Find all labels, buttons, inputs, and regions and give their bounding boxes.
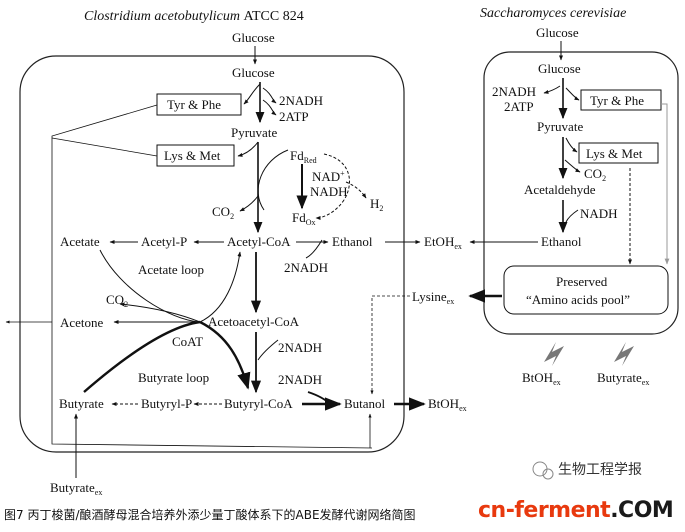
yeast-cell — [483, 51, 679, 335]
c-acetone: Acetone — [60, 315, 104, 330]
c-h2-arrow — [345, 181, 367, 199]
y-lysine-to-butanol-arrow — [370, 295, 410, 395]
y-2atp: 2ATP — [504, 99, 534, 114]
c-amino-export-line — [51, 104, 373, 449]
y-ethanol: Ethanol — [541, 234, 582, 249]
y-amino-pool: “Amino acids pool” — [526, 292, 630, 307]
c-butyrate: Butyrate — [59, 396, 104, 411]
y-tyr-phe-to-pool-arrow — [661, 103, 670, 265]
y-tyr-phe: Tyr & Phe — [590, 93, 644, 108]
c-butyryl-p: Butyryl-P — [141, 396, 192, 411]
c-hydrogenase-arc-lower — [315, 199, 345, 220]
y-nadh: NADH — [580, 206, 618, 221]
c-butyrate-uptake-curve — [83, 320, 201, 393]
c-ethanol: Ethanol — [332, 234, 373, 249]
c-co2-acetone-arrow — [119, 302, 201, 323]
c-fd-red: FdRed — [290, 148, 317, 165]
c-co2-branch-arrow — [239, 195, 259, 212]
c-co2: CO2 — [212, 204, 234, 221]
c-2atp: 2ATP — [279, 109, 309, 124]
y-btoh-stress-bolt-icon — [544, 342, 564, 366]
y-acetaldehyde: Acetaldehyde — [524, 182, 596, 197]
c-acetate: Acetate — [60, 234, 100, 249]
c-acetoacetyl-coa: Acetoacetyl-CoA — [208, 314, 300, 329]
c-lys-met-branch-arrow — [237, 141, 259, 157]
c-tyr-phe-branch-arrow — [243, 83, 261, 105]
c-2nadh-butanol-arc — [307, 391, 331, 405]
c-coat: CoAT — [172, 334, 203, 349]
c-acetate-loop-label: Acetate loop — [138, 262, 204, 277]
c-pfor-arc — [257, 149, 289, 211]
c-hydrogenase-arc-upper — [323, 153, 350, 201]
c-pyruvate: Pyruvate — [231, 125, 277, 140]
c-butyrate-ex: Butyrateex — [50, 480, 102, 497]
c-lys-met-box — [156, 144, 235, 167]
c-2nadh-butyryl: 2NADH — [278, 340, 322, 355]
c-butanol: Butanol — [344, 396, 386, 411]
y-preserved: Preserved — [556, 274, 608, 289]
c-butyrate-reassimilation-arrow — [199, 320, 251, 390]
c-butyryl-coa: Butyryl-CoA — [224, 396, 293, 411]
c-glucose-outside: Glucose — [232, 30, 275, 45]
c-atp-branch-arrow — [262, 99, 277, 116]
c-2nadh-butyryl-arc — [257, 339, 279, 361]
c-acetyl-coa: Acetyl-CoA — [227, 234, 291, 249]
figure-caption: 图7 丙丁梭菌/酿酒酵母混合培养外添少量丁酸体系下的ABE发酵代谢网络简图 — [4, 507, 416, 522]
y-lysine-ex: Lysineex — [412, 289, 454, 306]
c-butyrate-loop-label: Butyrate loop — [138, 370, 209, 385]
y-amino-pool-box — [503, 265, 669, 315]
c-co2b: CO2 — [106, 292, 128, 309]
y-lys-met: Lys & Met — [586, 146, 643, 161]
c-h2: H2 — [370, 196, 383, 213]
c-tyr-phe-box — [156, 93, 242, 116]
y-co2-branch-arrow — [564, 159, 581, 173]
c-btoh-ex: BtOHex — [428, 396, 467, 413]
c-glucose-inside: Glucose — [232, 65, 275, 80]
c-nad-plus: NAD+ — [312, 169, 345, 184]
y-lys-met-box — [578, 142, 659, 164]
wechat-icon — [532, 461, 548, 477]
c-2nadh-butanol: 2NADH — [278, 372, 322, 387]
c-lys-met: Lys & Met — [164, 148, 221, 163]
c-nadh-fd: NADH — [310, 184, 348, 199]
clostridium-title: Clostridium acetobutylicum ATCC 824 — [84, 9, 304, 24]
c-2nadh: 2NADH — [279, 93, 323, 108]
c-acetyl-p: Acetyl-P — [141, 234, 187, 249]
y-co2: CO2 — [584, 166, 606, 183]
c-ethanol-nadh-arc — [305, 239, 323, 259]
c-nadh-branch-arrow — [262, 87, 277, 104]
y-nadh-arc — [565, 209, 579, 223]
y-nadh-branch-arrow — [543, 85, 561, 94]
y-glucose-inside: Glucose — [538, 61, 581, 76]
clostridium-cell — [19, 55, 405, 453]
c-2nadh-ethanol: 2NADH — [284, 260, 328, 275]
c-lys-met-link — [51, 137, 158, 157]
y-btoh-ex: BtOHex — [522, 370, 561, 387]
wechat-icon-small — [542, 468, 554, 480]
y-glucose-outside: Glucose — [536, 25, 579, 40]
c-tyr-phe: Tyr & Phe — [167, 97, 221, 112]
y-lys-met-branch-arrow — [565, 137, 578, 153]
c-acetate-loop-curve — [99, 249, 201, 323]
y-pyruvate: Pyruvate — [537, 119, 583, 134]
c-fd-ox: FdOx — [292, 210, 316, 227]
wechat-source: 生物工程学报 — [558, 462, 642, 478]
y-butyrate-stress-bolt-icon — [614, 342, 634, 366]
y-tyr-phe-branch-arrow — [565, 87, 580, 101]
y-2nadh: 2NADH — [492, 84, 536, 99]
c-etoh-ex: EtOHex — [424, 234, 462, 251]
cn-ferment-brand: cn-ferment.COM — [478, 493, 684, 529]
c-acetate-loop-return-arrow — [199, 251, 242, 323]
y-butyrate-ex: Butyrateex — [597, 370, 649, 387]
y-tyr-phe-box — [580, 89, 662, 111]
yeast-title: Saccharomyces cerevisiae — [480, 6, 626, 21]
